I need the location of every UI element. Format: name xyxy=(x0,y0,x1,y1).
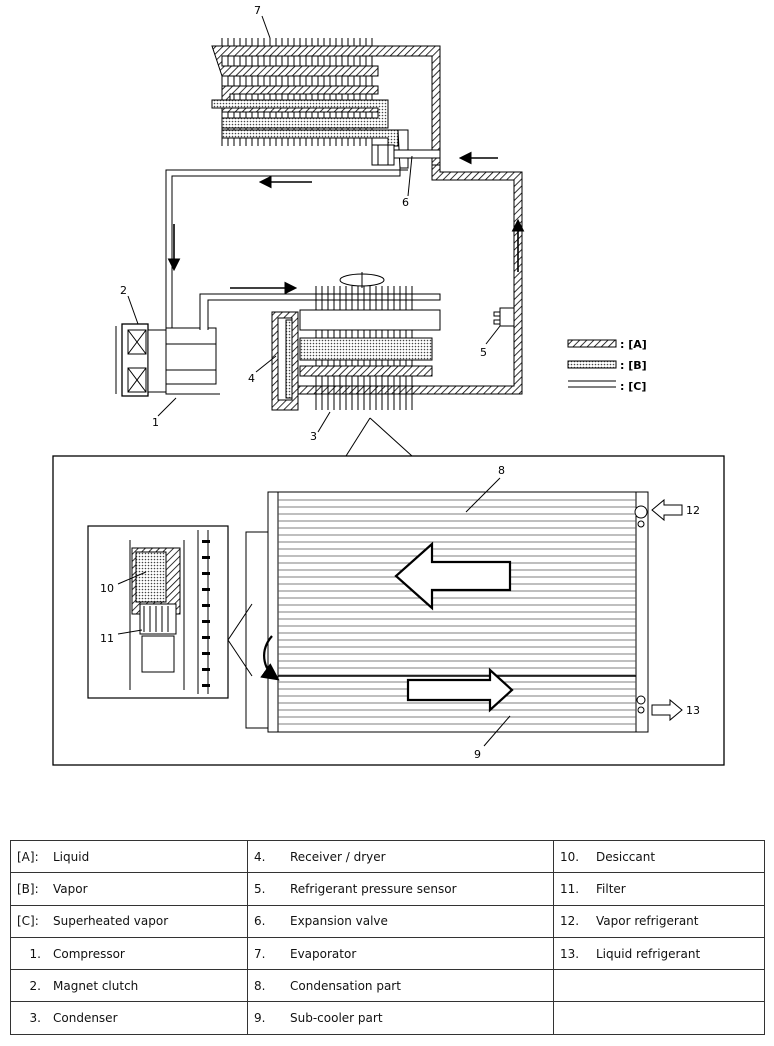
refrigerant-cycle-diagram: : [A] : [B] : [C] 7 6 2 4 1 5 3 xyxy=(52,4,725,766)
legend-code: 10. xyxy=(560,849,580,864)
legend-code: 3. xyxy=(29,1011,41,1026)
legend-cell: 3. Condenser xyxy=(10,1001,248,1035)
legend-description: Condenser xyxy=(53,1011,118,1026)
legend-b: : [B] xyxy=(620,359,647,372)
legend-description: Evaporator xyxy=(290,946,357,961)
flow-arrows xyxy=(167,151,525,295)
condenser xyxy=(271,272,441,411)
callout-10: 10 xyxy=(100,582,114,595)
legend-cell: [A]: Liquid xyxy=(10,839,248,874)
legend-code: 5. xyxy=(254,881,266,896)
legend-description: Magnet clutch xyxy=(53,978,139,993)
legend-code: 13. xyxy=(560,946,580,961)
vapor-inlet-arrow xyxy=(651,498,683,522)
legend-table: [A]: Liquid 4. Receiver / dryer 10. Desiccant… xyxy=(10,839,765,1035)
legend-cell: 6. Expansion valve xyxy=(247,904,554,938)
legend-cell: 8. Condensation part xyxy=(247,969,554,1003)
legend-c: : [C] xyxy=(620,380,646,393)
callout-5: 5 xyxy=(480,346,487,359)
receiver-detail-inset: 10 11 xyxy=(87,525,253,699)
legend-cell: 7. Evaporator xyxy=(247,936,554,971)
legend-description: Vapor refrigerant xyxy=(596,914,699,929)
callout-2: 2 xyxy=(120,284,127,297)
legend-cell: 11. Filter xyxy=(553,872,765,906)
condensation-flow-arrow xyxy=(394,541,512,611)
legend-code: 8. xyxy=(254,978,266,993)
callout-8: 8 xyxy=(498,464,505,477)
legend-description: Receiver / dryer xyxy=(290,849,386,864)
legend-description: Sub-cooler part xyxy=(290,1011,383,1026)
line-type-legend: : [A] : [B] : [C] xyxy=(567,338,647,393)
callout-1: 1 xyxy=(152,416,159,429)
legend-cell: 12. Vapor refrigerant xyxy=(553,904,765,938)
legend-description: Desiccant xyxy=(596,849,656,864)
legend-cell: 10. Desiccant xyxy=(553,839,765,874)
callout-4: 4 xyxy=(248,372,255,385)
legend-code: [A]: xyxy=(17,849,39,864)
legend-row: 3. Condenser 9. Sub-cooler part xyxy=(10,1001,765,1035)
legend-description: Superheated vapor xyxy=(53,914,169,929)
callout-11: 11 xyxy=(100,632,114,645)
legend-code: 4. xyxy=(254,849,266,864)
legend-code: 11. xyxy=(560,881,580,896)
legend-description: Vapor xyxy=(53,881,88,896)
legend-description: Expansion valve xyxy=(290,914,388,929)
legend-cell: 13. Liquid refrigerant xyxy=(553,936,765,971)
callout-7: 7 xyxy=(254,4,261,17)
legend-cell: 4. Receiver / dryer xyxy=(247,839,554,874)
callout-9: 9 xyxy=(474,748,481,761)
subcooler-flow-arrow xyxy=(406,667,514,713)
legend-code: 1. xyxy=(29,946,41,961)
expansion-valve xyxy=(371,144,441,166)
legend-code: 9. xyxy=(254,1011,266,1026)
legend-a: : [A] xyxy=(620,338,647,351)
legend-description: Condensation part xyxy=(290,978,401,993)
receiver-dryer xyxy=(271,311,299,411)
legend-code: 2. xyxy=(29,978,41,993)
callout-13: 13 xyxy=(686,704,700,717)
legend-description: Liquid xyxy=(53,849,90,864)
legend-code: [C]: xyxy=(17,914,39,929)
callout-6: 6 xyxy=(402,196,409,209)
legend-cell: [B]: Vapor xyxy=(10,872,248,906)
callout-12: 12 xyxy=(686,504,700,517)
legend-code: 12. xyxy=(560,914,580,929)
legend-cell: 5. Refrigerant pressure sensor xyxy=(247,872,554,906)
legend-cell xyxy=(553,1001,765,1035)
legend-description: Liquid refrigerant xyxy=(596,946,701,961)
legend-row: [B]: Vapor 5. Refrigerant pressure sensor 11… xyxy=(10,872,765,906)
legend-code: [B]: xyxy=(17,881,39,896)
condenser-core xyxy=(245,491,649,733)
legend-cell: [C]: Superheated vapor xyxy=(10,904,248,938)
legend-description: Filter xyxy=(596,881,626,896)
legend-cell: 2. Magnet clutch xyxy=(10,969,248,1003)
legend-cell xyxy=(553,969,765,1003)
legend-description: Refrigerant pressure sensor xyxy=(290,881,457,896)
legend-row: 2. Magnet clutch 8. Condensation part xyxy=(10,969,765,1003)
legend-cell: 9. Sub-cooler part xyxy=(247,1001,554,1035)
legend-cell: 1. Compressor xyxy=(10,936,248,971)
liquid-outlet-arrow xyxy=(651,698,683,722)
legend-row: [C]: Superheated vapor 6. Expansion valve 12… xyxy=(10,904,765,938)
legend-description: Compressor xyxy=(53,946,125,961)
callout-3: 3 xyxy=(310,430,317,443)
refrigerant-pressure-sensor xyxy=(493,307,515,327)
legend-row: [A]: Liquid 4. Receiver / dryer 10. Desiccant xyxy=(10,839,765,874)
legend-code: 6. xyxy=(254,914,266,929)
evaporator xyxy=(211,38,441,171)
legend-row: 1. Compressor 7. Evaporator 13. Liquid refrig… xyxy=(10,936,765,971)
legend-code: 7. xyxy=(254,946,266,961)
magnet-clutch xyxy=(115,323,167,397)
compressor xyxy=(165,327,220,395)
